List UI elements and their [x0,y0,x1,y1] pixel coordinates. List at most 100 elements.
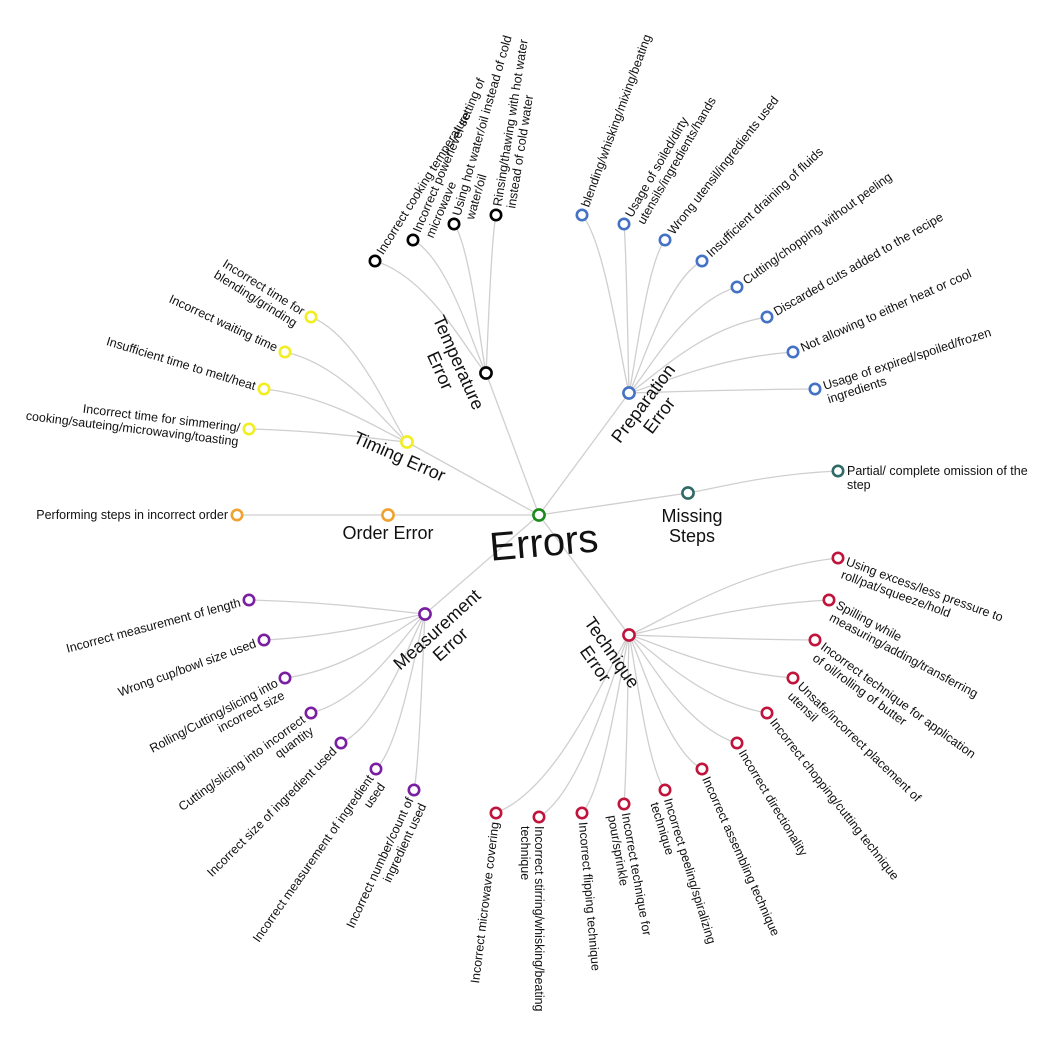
leaf-node-timing[interactable] [242,422,256,436]
leaf-label-technique: Incorrect peeling/spiralizingtechnique [648,797,719,950]
leaf-node-preparation[interactable] [617,217,631,231]
link-root-preparation [538,392,630,516]
leaf-node-preparation[interactable] [575,208,589,222]
link-preparation-leaf [628,239,666,394]
leaf-label-measurement: Wrong cup/bowl size used [116,636,258,699]
link-technique-leaf [628,634,816,641]
leaf-node-order[interactable] [230,508,244,522]
link-measurement-leaf [340,613,426,744]
link-preparation-leaf [581,214,630,394]
link-technique-leaf [495,634,630,814]
category-node-temperature[interactable] [479,366,493,380]
leaf-node-preparation[interactable] [808,382,822,396]
leaf-node-measurement[interactable] [304,706,318,720]
leaf-node-preparation[interactable] [786,345,800,359]
root-label: Errors [488,516,600,569]
leaf-node-preparation[interactable] [730,280,744,294]
leaf-label-timing: Incorrect time for simmering/cooking/sau… [25,395,241,449]
leaf-node-technique[interactable] [695,762,709,776]
leaf-node-temperature[interactable] [406,233,420,247]
category-label-temperature: TemperatureError [411,312,489,421]
leaf-node-measurement[interactable] [257,633,271,647]
leaf-node-temperature[interactable] [447,217,461,231]
link-measurement-leaf [413,613,426,791]
link-temperature-leaf [374,260,487,374]
leaf-node-timing[interactable] [278,345,292,359]
link-technique-leaf [628,634,738,744]
category-label-order: Order Error [342,523,433,543]
leaf-node-missing[interactable] [831,464,845,478]
leaf-label-preparation: Wrong utensil/ingredients used [665,93,782,237]
leaf-node-timing[interactable] [257,382,271,396]
leaf-label-technique: Incorrect technique for applicationof oi… [810,640,978,773]
link-root-temperature [485,372,540,516]
link-temperature-leaf [485,214,497,374]
category-node-technique[interactable] [622,628,636,642]
leaf-label-preparation: Usage of soiled/dirtyutensils/ingredient… [622,88,719,227]
link-technique-leaf [628,634,768,714]
link-preparation-leaf [623,223,630,394]
category-label-technique: TechniqueError [564,613,644,703]
link-temperature-leaf [412,239,487,374]
leaf-label-preparation: Cutting/chopping without peeling [740,170,894,288]
leaf-node-technique[interactable] [786,671,800,685]
link-measurement-leaf [284,613,426,679]
link-technique-leaf [628,634,666,791]
leaf-node-measurement[interactable] [407,783,421,797]
category-node-timing[interactable] [400,435,414,449]
link-measurement-leaf [248,599,426,615]
category-node-order[interactable] [381,508,395,522]
leaf-node-preparation[interactable] [695,254,709,268]
link-measurement-leaf [375,613,426,770]
leaf-node-measurement[interactable] [242,593,256,607]
leaf-label-technique: Incorrect microwave covering [468,821,502,984]
leaf-label-measurement: Incorrect number/count ofingredient used [344,795,430,936]
leaf-label-measurement: Incorrect measurement of length [65,596,242,656]
link-preparation-leaf [628,286,738,394]
leaf-node-preparation[interactable] [760,310,774,324]
leaf-node-measurement[interactable] [334,736,348,750]
link-preparation-leaf [628,351,794,394]
link-technique-leaf [628,634,794,679]
link-measurement-leaf [310,613,426,714]
leaf-node-technique[interactable] [831,551,845,565]
link-measurement-leaf [263,613,426,641]
tree-nodes [230,208,845,824]
leaf-node-technique[interactable] [822,593,836,607]
leaf-node-temperature[interactable] [368,254,382,268]
leaf-label-technique: Incorrect stirring/whisking/beatingtechn… [518,826,546,1012]
link-timing-leaf [310,316,408,443]
leaf-node-measurement[interactable] [369,762,383,776]
link-technique-leaf [581,634,630,814]
leaf-node-technique[interactable] [808,633,822,647]
leaf-label-order: Performing steps in incorrect order [36,508,228,522]
leaf-label-technique: Incorrect chopping/cutting technique [767,716,902,883]
leaf-node-timing[interactable] [304,310,318,324]
link-timing-leaf [248,428,408,443]
leaf-label-preparation: Usage of expired/spoiled/frozeningredien… [821,325,997,406]
leaf-node-technique[interactable] [489,806,503,820]
leaf-node-technique[interactable] [575,806,589,820]
link-preparation-leaf [628,388,816,394]
root-node[interactable] [532,508,546,522]
category-node-measurement[interactable] [418,607,432,621]
link-preparation-leaf [628,260,703,394]
link-technique-leaf [538,634,630,818]
link-missing-leaf [687,470,839,494]
leaf-node-temperature[interactable] [489,208,503,222]
category-node-missing[interactable] [681,486,695,500]
leaf-node-technique[interactable] [730,736,744,750]
leaf-node-measurement[interactable] [278,671,292,685]
leaf-node-technique[interactable] [760,706,774,720]
link-timing-leaf [284,351,408,443]
leaf-node-preparation[interactable] [658,233,672,247]
leaf-node-technique[interactable] [532,810,546,824]
link-temperature-leaf [453,223,487,374]
leaf-node-technique[interactable] [617,797,631,811]
category-node-preparation[interactable] [622,386,636,400]
link-technique-leaf [628,557,839,636]
leaf-node-technique[interactable] [658,783,672,797]
